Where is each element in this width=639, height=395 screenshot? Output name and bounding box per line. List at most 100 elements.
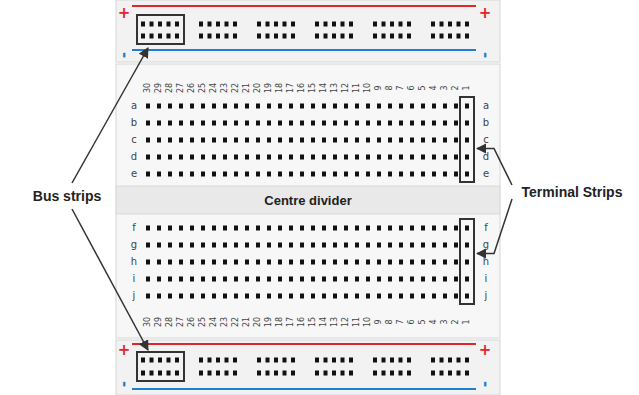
hole [278,138,282,143]
hole [283,371,287,376]
hole [432,104,436,109]
hole [291,22,295,27]
hole [190,104,194,109]
hole [388,138,392,143]
hole [233,358,237,363]
hole [448,34,452,39]
hole [344,138,348,143]
hole-group [141,22,469,376]
hole [146,277,150,282]
hole [315,358,319,363]
row-letter: e [483,169,489,179]
row-letter: f [132,223,136,233]
hole [216,22,220,27]
hole [324,358,328,363]
hole [179,104,183,109]
hole [157,121,161,126]
hole [291,358,295,363]
row-letter: c [131,135,137,145]
plus-sign: + [118,6,131,21]
hole [157,243,161,248]
hole [223,104,227,109]
row-letter: d [483,152,489,162]
hole [223,243,227,248]
hole [146,260,150,265]
column-number: 25 [199,317,207,327]
hole [179,243,183,248]
hole [322,260,326,265]
row-letter: b [483,118,489,128]
hole [432,294,436,299]
hole [465,138,469,143]
hole [382,34,386,39]
hole [157,294,161,299]
hole [421,104,425,109]
column-number: 11 [353,83,361,93]
hole [355,260,359,265]
hole [199,22,203,27]
hole [201,138,205,143]
hole [157,138,161,143]
column-number: 3 [441,319,449,324]
column-number: 11 [353,317,361,327]
hole [158,371,162,376]
hole [344,226,348,231]
plus-sign: + [118,343,131,358]
hole [421,243,425,248]
hole [278,155,282,160]
hole [377,121,381,126]
hole [266,371,270,376]
hole [373,371,377,376]
hole [300,104,304,109]
hole [388,277,392,282]
hole [388,121,392,126]
column-number: 13 [331,83,339,93]
hole [454,226,458,231]
hole [322,121,326,126]
minus-sign: - [478,52,493,58]
row-letter: g [483,240,489,250]
hole [289,243,293,248]
hole [267,155,271,160]
hole [150,34,154,39]
hole [300,260,304,265]
hole [274,358,278,363]
hole [322,294,326,299]
hole [377,260,381,265]
hole [223,172,227,177]
hole [278,294,282,299]
hole [355,138,359,143]
hole [234,155,238,160]
hole [366,226,370,231]
hole [410,294,414,299]
hole [208,371,212,376]
row-letter: i [133,274,136,284]
hole [399,371,403,376]
hole [190,243,194,248]
column-number: 19 [265,83,273,93]
column-number: 9 [375,319,383,324]
hole [410,155,414,160]
hole [454,121,458,126]
column-number: 20 [254,83,262,93]
hole [377,277,381,282]
column-number: 23 [221,83,229,93]
hole [201,260,205,265]
hole [245,226,249,231]
hole [344,260,348,265]
hole [201,226,205,231]
highlight-box [460,219,474,304]
hole [311,138,315,143]
hole [256,104,260,109]
hole [344,277,348,282]
hole [283,22,287,27]
hole [349,358,353,363]
hole [289,155,293,160]
hole [373,22,377,27]
column-number: 12 [342,83,350,93]
hole [443,277,447,282]
hole [190,155,194,160]
hole [234,277,238,282]
hole [333,277,337,282]
negative-rail-line [132,49,476,51]
